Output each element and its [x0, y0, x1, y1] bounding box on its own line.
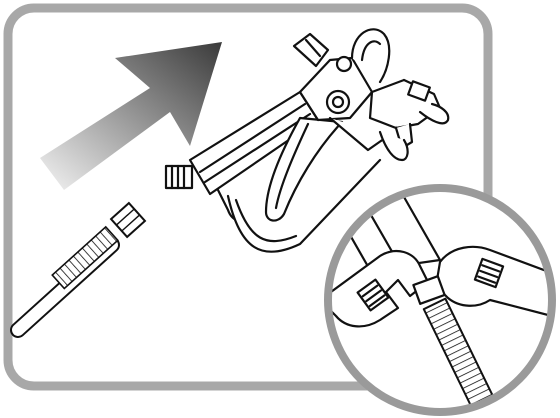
wrench-icon	[328, 249, 430, 328]
spray-gun-icon	[164, 28, 450, 253]
detail-inset	[324, 184, 556, 416]
hose-icon	[10, 201, 147, 338]
arrow-up-right-icon	[40, 42, 222, 190]
wrench-icon	[434, 245, 552, 318]
